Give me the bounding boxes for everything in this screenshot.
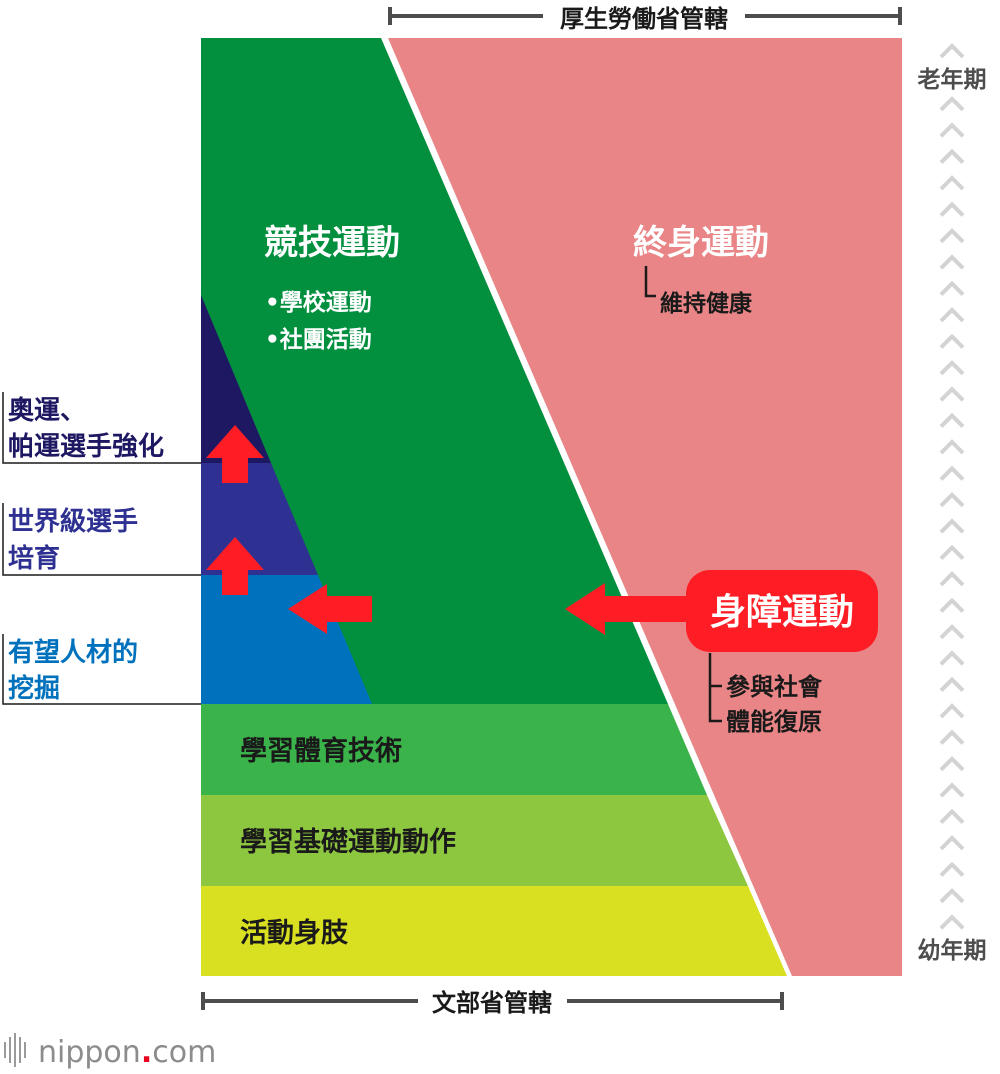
bottom-bracket bbox=[201, 992, 784, 1010]
label-world-class-development: 培育 bbox=[8, 543, 60, 574]
brand-dot: . bbox=[141, 1035, 152, 1070]
parasport-title: 身障運動 bbox=[710, 592, 854, 633]
label-talent-underline bbox=[2, 634, 201, 705]
chevron-up-icon bbox=[939, 43, 965, 59]
competitive-sports-title: 競技運動 bbox=[264, 223, 400, 263]
chevron-up-icon bbox=[939, 465, 965, 481]
competitive-item: •學校運動 bbox=[265, 289, 372, 316]
chevron-up-icon bbox=[939, 412, 965, 429]
chevron-up-icon bbox=[939, 571, 965, 587]
chevron-up-icon bbox=[939, 227, 965, 244]
chevron-up-icon bbox=[939, 729, 965, 745]
chevron-up-icon bbox=[939, 623, 965, 640]
competitive-sports-area bbox=[201, 38, 668, 704]
chevron-up-icon bbox=[939, 280, 965, 297]
chevron-up-icon bbox=[939, 703, 965, 719]
chevron-up-icon bbox=[939, 175, 965, 191]
chevron-up-icon bbox=[939, 386, 965, 402]
chevron-up-icon bbox=[939, 491, 965, 508]
label-world-class-development: 世界級選手 bbox=[8, 506, 138, 537]
chevron-up-icon bbox=[939, 95, 965, 112]
arrow-left-icon bbox=[565, 583, 690, 635]
chevron-up-icon bbox=[939, 808, 965, 825]
competitive-item: •社團活動 bbox=[265, 326, 372, 353]
chevron-up-icon bbox=[939, 650, 965, 666]
foundation-band-3 bbox=[201, 886, 787, 976]
parasport-badge bbox=[686, 570, 878, 652]
foundation-band-1 bbox=[201, 704, 707, 795]
label-elite-underline bbox=[2, 392, 201, 464]
chevron-up-icon bbox=[939, 835, 965, 851]
chevron-up-icon bbox=[939, 359, 965, 376]
top-bracket bbox=[388, 7, 902, 25]
foundation-label-1: 學習體育技術 bbox=[240, 735, 402, 767]
chevron-up-icon bbox=[939, 676, 965, 693]
label-talent-discovery: 挖掘 bbox=[8, 673, 60, 704]
lifelong-subtext: 維持健康 bbox=[660, 290, 753, 317]
label-talent-discovery: 有望人材的 bbox=[8, 637, 138, 668]
age-label-elderly: 老年期 bbox=[917, 66, 987, 93]
arrow-up-icon bbox=[206, 425, 264, 483]
bottom-bracket-label: 文部省管轄 bbox=[432, 989, 552, 1017]
chevron-up-icon bbox=[939, 333, 965, 349]
lifelong-connector bbox=[644, 266, 656, 298]
parasport-item: 參與社會 bbox=[726, 673, 823, 701]
brand-wordmark: nippon.com bbox=[38, 1035, 216, 1070]
chevron-up-icon bbox=[939, 597, 965, 613]
chevron-up-icon bbox=[939, 755, 965, 772]
parasport-connector bbox=[708, 653, 722, 723]
brand-tld: com bbox=[152, 1035, 216, 1070]
nippon-logo-icon bbox=[4, 1033, 26, 1067]
chevron-up-icon bbox=[939, 122, 965, 138]
foundation-label-3: 活動身肢 bbox=[240, 917, 349, 949]
chevron-up-icon bbox=[939, 914, 965, 930]
chevron-up-icon bbox=[939, 887, 965, 904]
chevron-up-icon bbox=[939, 254, 965, 270]
age-label-childhood: 幼年期 bbox=[918, 937, 987, 964]
label-elite-strengthening: 奧運、 bbox=[8, 396, 86, 426]
chevron-up-icon bbox=[939, 518, 965, 534]
brand-name: nippon bbox=[38, 1035, 141, 1070]
chevron-up-icon bbox=[939, 148, 965, 165]
pyramid-tier-top bbox=[201, 295, 271, 463]
arrow-up-icon bbox=[206, 537, 264, 595]
label-world-class-underline bbox=[2, 503, 201, 576]
arrow-left-icon bbox=[288, 584, 372, 634]
chevron-up-icon bbox=[939, 544, 965, 561]
foundation-band-2 bbox=[201, 795, 748, 886]
chevron-up-icon bbox=[939, 782, 965, 798]
lifelong-sports-title: 終身運動 bbox=[633, 223, 769, 263]
chevron-up-icon bbox=[939, 307, 965, 323]
lifelong-sports-area bbox=[388, 38, 902, 976]
chevron-up-icon bbox=[939, 439, 965, 455]
chevron-up-icon bbox=[939, 861, 965, 877]
label-elite-strengthening: 帕運選手強化 bbox=[8, 431, 164, 462]
chevron-up-icon bbox=[939, 201, 965, 217]
age-axis-chevrons bbox=[939, 43, 965, 930]
foundation-label-2: 學習基礎運動動作 bbox=[240, 827, 456, 858]
parasport-item: 體能復原 bbox=[726, 708, 822, 736]
top-bracket-label: 厚生勞働省管轄 bbox=[560, 5, 728, 33]
